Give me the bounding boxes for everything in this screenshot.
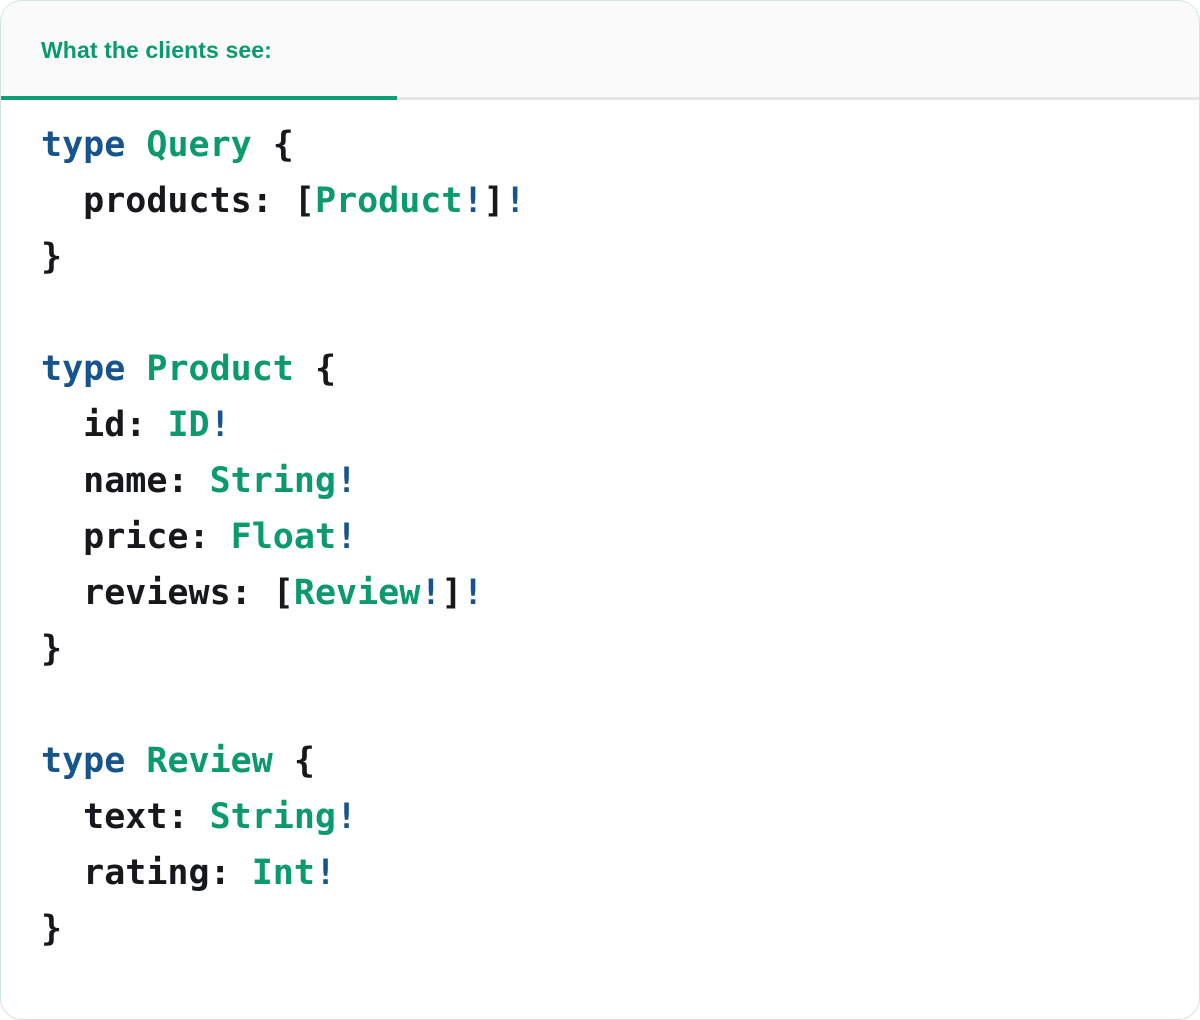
code-line: text: String!	[41, 789, 1199, 845]
tab-bar-divider	[1, 97, 1199, 100]
code-line: products: [Product!]!	[41, 173, 1199, 229]
code-line	[41, 285, 1199, 341]
code-token: Review	[146, 741, 273, 781]
code-token: Query	[146, 125, 252, 165]
code-token	[125, 125, 146, 165]
code-line: }	[41, 229, 1199, 285]
code-token: {	[272, 741, 315, 781]
code-token: type	[41, 125, 126, 165]
code-token: }	[41, 237, 63, 277]
code-line: type Review {	[41, 733, 1199, 789]
code-token: price:	[41, 517, 231, 557]
code-line: }	[41, 901, 1199, 957]
code-token: !	[462, 181, 484, 221]
code-token: products: [	[41, 181, 315, 221]
code-token: String	[209, 461, 337, 501]
code-line: type Product {	[41, 341, 1199, 397]
code-token: !	[336, 797, 358, 837]
code-line: id: ID!	[41, 397, 1199, 453]
code-token: Review	[293, 573, 421, 613]
code-token: type	[41, 349, 126, 389]
code-token: !	[462, 573, 484, 613]
code-token: String	[209, 797, 337, 837]
code-token: }	[41, 909, 63, 949]
code-token: !	[336, 461, 358, 501]
code-line	[41, 677, 1199, 733]
code-line: type Query {	[41, 117, 1199, 173]
code-token: Product	[146, 349, 294, 389]
code-token: ID	[167, 405, 210, 445]
code-viewer[interactable]: type Query { products: [Product!]!}type …	[1, 100, 1199, 1019]
code-line: reviews: [Review!]!	[41, 565, 1199, 621]
tab-label: What the clients see:	[41, 37, 272, 63]
code-block: type Query { products: [Product!]!}type …	[1, 117, 1199, 957]
code-token: Int	[251, 853, 315, 893]
code-token: Product	[314, 181, 463, 221]
tab-what-the-clients-see[interactable]: What the clients see:	[1, 1, 397, 100]
tab-bar: What the clients see:	[1, 1, 1199, 100]
code-token: id:	[41, 405, 168, 445]
code-token: reviews: [	[41, 573, 294, 613]
code-token: }	[41, 629, 63, 669]
code-token: rating:	[41, 853, 252, 893]
code-line: rating: Int!	[41, 845, 1199, 901]
code-token: !	[209, 405, 231, 445]
active-tab-underline	[1, 96, 397, 100]
code-token: Float	[230, 517, 337, 557]
code-token: !	[504, 181, 526, 221]
code-token: type	[41, 741, 126, 781]
code-token	[125, 741, 146, 781]
code-line: price: Float!	[41, 509, 1199, 565]
code-line: }	[41, 621, 1199, 677]
code-token: ]	[441, 573, 463, 613]
code-token: {	[251, 125, 294, 165]
code-token: name:	[41, 461, 210, 501]
code-token: !	[314, 853, 337, 893]
code-token: text:	[41, 797, 210, 837]
code-token: !	[336, 517, 358, 557]
code-token: ]	[483, 181, 505, 221]
code-line: name: String!	[41, 453, 1199, 509]
code-token: !	[420, 573, 442, 613]
code-token: {	[293, 349, 337, 389]
code-token	[125, 349, 146, 389]
